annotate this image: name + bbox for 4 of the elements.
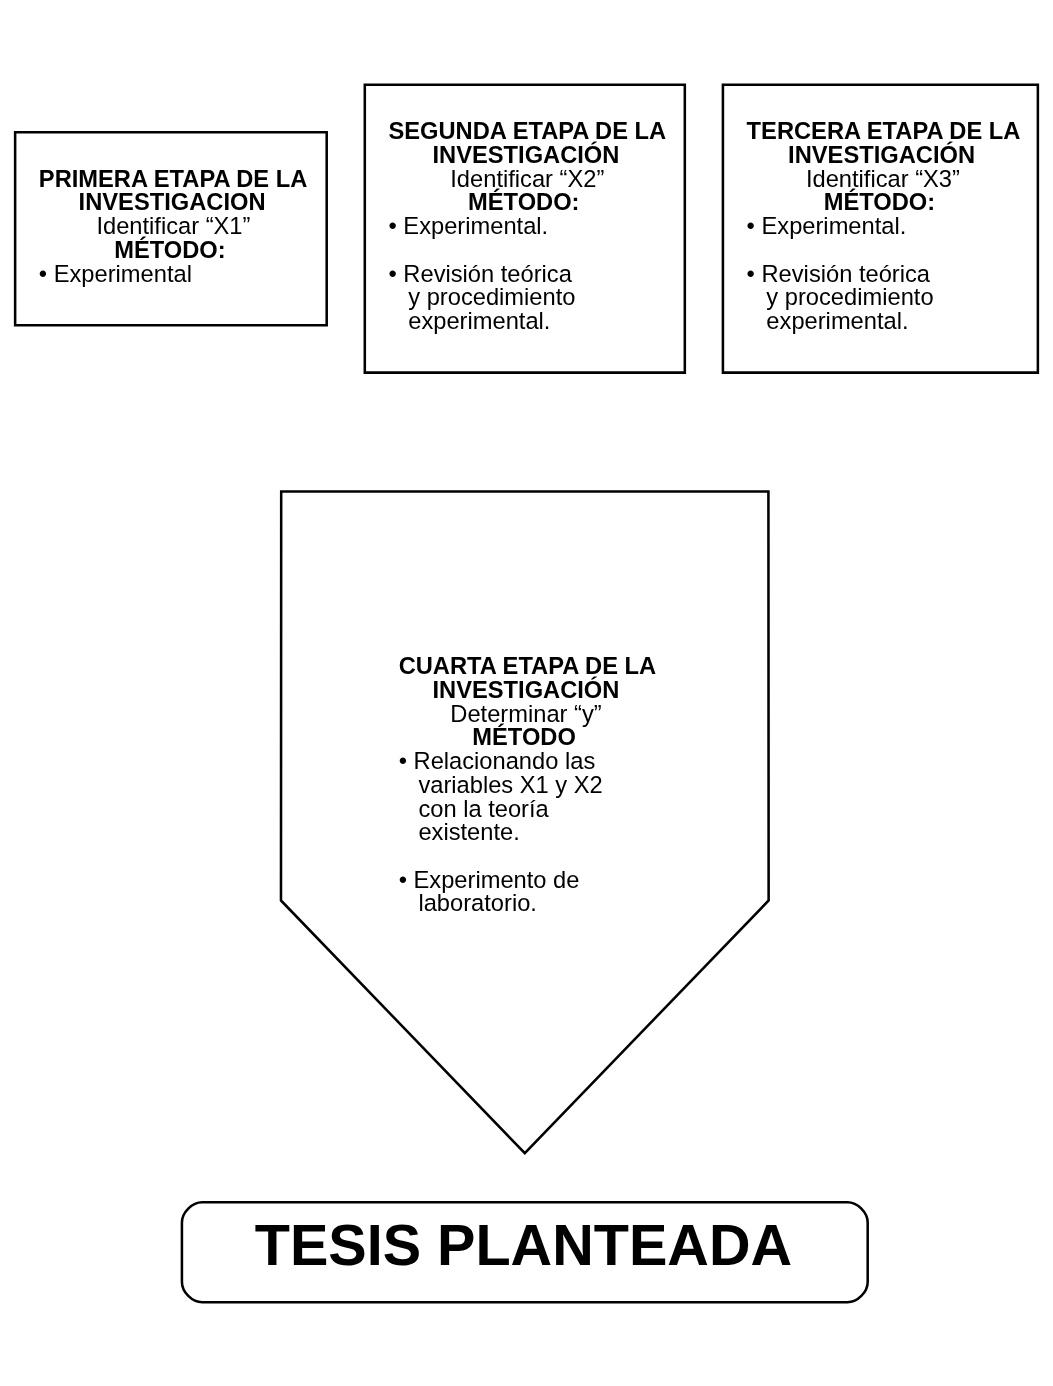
node-box: TESIS PLANTEADA [180,1200,869,1303]
node-box: SEGUNDA ETAPA DE LA INVESTIGACIÓN Identificar “X2” MÉTODO: • Experimental. • Revisión teórica y procedimiento experimental. [363,83,687,374]
node-box: PRIMERA ETAPA DE LA INVESTIGACION Identificar “X1” MÉTODO: • Experimental [13,130,328,326]
node-box: TERCERA ETAPA DE LA INVESTIGACIÓN Identificar “X3” MÉTODO: • Experimental. • Revisión teórica y procedimiento experimental. [721,83,1040,374]
